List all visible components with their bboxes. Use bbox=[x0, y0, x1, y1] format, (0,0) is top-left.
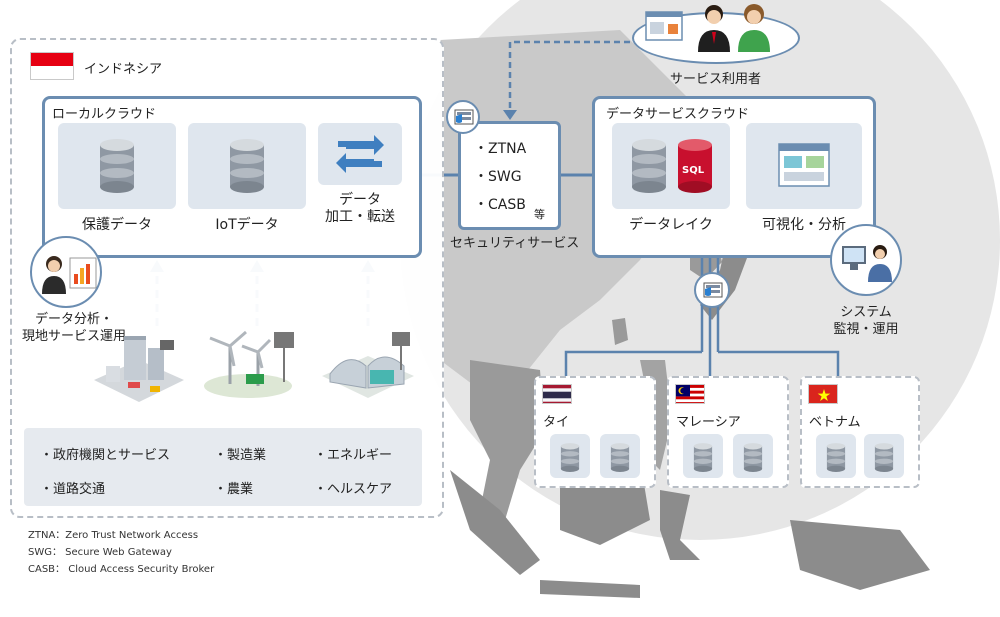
security-circle bbox=[446, 100, 480, 134]
database-icon bbox=[693, 443, 713, 472]
data-service-cloud-title: データサービスクラウド bbox=[606, 107, 750, 122]
category-healthcare: ・ヘルスケア bbox=[314, 482, 393, 497]
security-item-swg: ・SWG bbox=[474, 169, 522, 185]
indonesia-flag-icon bbox=[30, 52, 74, 80]
database-icon bbox=[560, 443, 580, 472]
data-lake-tile: SQL bbox=[612, 123, 730, 209]
thailand-label: タイ bbox=[543, 415, 570, 430]
category-manufacturing: ・製造業 bbox=[214, 448, 267, 463]
system-operator-icon bbox=[842, 245, 892, 282]
iot-data-label: IoTデータ bbox=[215, 217, 279, 233]
malaysia-label: マレーシア bbox=[676, 415, 741, 430]
system-ops-label: システム 監視・運用 bbox=[806, 304, 926, 338]
database-icon bbox=[743, 443, 763, 472]
database-icon bbox=[826, 443, 846, 472]
category-agriculture: ・農業 bbox=[214, 482, 254, 497]
iot-data-tile bbox=[188, 123, 306, 209]
security-etc: 等 bbox=[534, 208, 545, 221]
security-item-ztna: ・ZTNA bbox=[474, 141, 527, 157]
malaysia-db-tile-1 bbox=[683, 434, 723, 478]
industry-category-box bbox=[24, 428, 422, 506]
vietnam-db-tile-2 bbox=[864, 434, 904, 478]
firewall-icon bbox=[454, 109, 474, 125]
network-hub-circle bbox=[694, 272, 730, 308]
database-icon bbox=[610, 443, 630, 472]
vietnam-label: ベトナム bbox=[809, 415, 861, 430]
database-icon bbox=[230, 139, 264, 193]
data-lake-label: データレイク bbox=[629, 217, 713, 233]
local-cloud-title: ローカルクラウド bbox=[52, 107, 157, 122]
wind-farm-icon bbox=[204, 330, 294, 398]
security-service-box bbox=[458, 121, 561, 230]
visualization-label: 可視化・分析 bbox=[762, 217, 846, 233]
service-users-label: サービス利用者 bbox=[670, 72, 762, 87]
greenhouse-icon bbox=[322, 332, 414, 398]
database-icon bbox=[100, 139, 134, 193]
protected-data-tile bbox=[58, 123, 176, 209]
category-energy: ・エネルギー bbox=[314, 448, 393, 463]
footnote-casb: CASB： Cloud Access Security Broker bbox=[28, 564, 215, 575]
footnote-swg: SWG： Secure Web Gateway bbox=[28, 547, 172, 558]
data-transfer-label: データ 加工・転送 bbox=[318, 192, 402, 226]
dashboard-icon bbox=[778, 143, 830, 187]
data-transfer-label-line2: 加工・転送 bbox=[325, 209, 395, 225]
firewall-icon bbox=[703, 282, 723, 298]
security-service-label: セキュリティサービス bbox=[450, 236, 580, 251]
thailand-db-tile-2 bbox=[600, 434, 640, 478]
thailand-db-tile-1 bbox=[550, 434, 590, 478]
system-ops-label-line1: システム bbox=[840, 305, 892, 320]
analysis-label-line2: 現地サービス運用 bbox=[21, 329, 126, 344]
category-road-traffic: ・道路交通 bbox=[40, 482, 106, 497]
malaysia-flag-icon bbox=[675, 384, 705, 404]
protected-data-label: 保護データ bbox=[82, 217, 152, 233]
malaysia-db-tile-2 bbox=[733, 434, 773, 478]
data-transfer-label-line1: データ bbox=[339, 192, 381, 208]
analysis-label-line1: データ分析・ bbox=[34, 312, 113, 327]
city-traffic-icon bbox=[94, 336, 184, 402]
sql-label: SQL bbox=[682, 165, 705, 176]
category-government: ・政府機関とサービス bbox=[40, 448, 171, 463]
system-ops-label-line2: 監視・運用 bbox=[833, 322, 899, 337]
database-icon bbox=[874, 443, 894, 472]
analysis-label: データ分析・ 現地サービス運用 bbox=[14, 311, 134, 345]
sql-database-icon bbox=[678, 139, 712, 193]
visualization-tile bbox=[746, 123, 862, 209]
service-users-icon bbox=[645, 4, 770, 52]
thailand-flag-icon bbox=[542, 384, 572, 404]
footnote-ztna: ZTNA：Zero Trust Network Access bbox=[28, 530, 199, 541]
security-item-casb: ・CASB bbox=[474, 197, 526, 213]
database-icon bbox=[632, 139, 666, 193]
analyst-icon bbox=[42, 256, 97, 294]
data-transfer-tile bbox=[318, 123, 402, 185]
indonesia-label: インドネシア bbox=[84, 62, 163, 77]
sync-arrows-icon bbox=[336, 135, 384, 173]
system-operator-circle bbox=[830, 224, 902, 296]
vietnam-flag-icon bbox=[808, 384, 838, 404]
vietnam-db-tile-1 bbox=[816, 434, 856, 478]
analyst-circle bbox=[30, 236, 102, 308]
